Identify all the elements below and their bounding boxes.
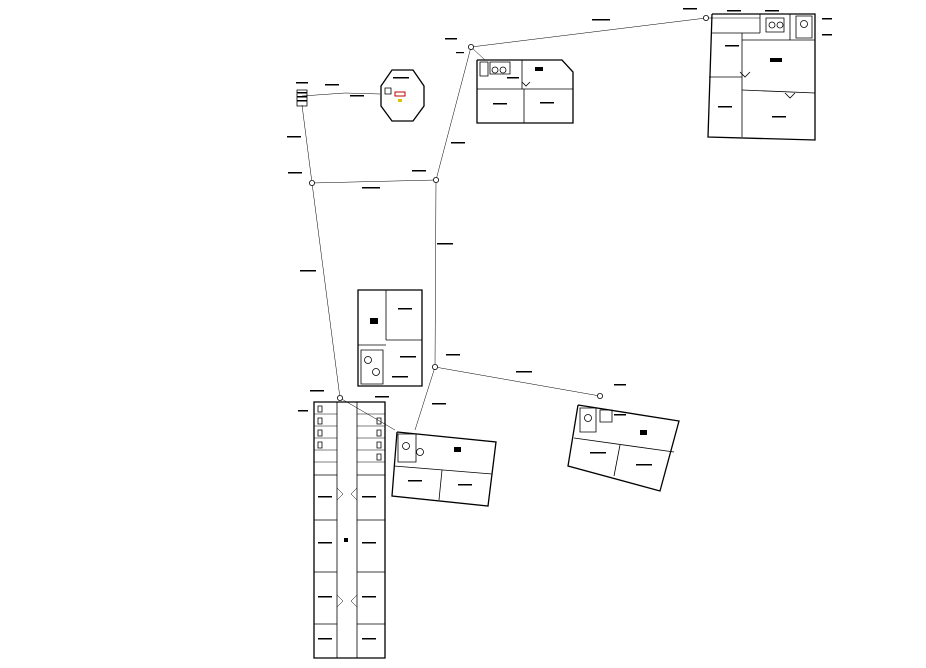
building-d [568, 405, 679, 491]
building-e [392, 432, 496, 506]
network-nodes [308, 14, 710, 401]
building-f [314, 402, 385, 658]
building-a [477, 60, 573, 123]
network-labels [287, 8, 697, 412]
tank-icon [296, 82, 308, 106]
building-b [708, 10, 832, 140]
octagon-structure [381, 70, 424, 121]
network-links [302, 18, 760, 430]
building-c [358, 290, 422, 386]
